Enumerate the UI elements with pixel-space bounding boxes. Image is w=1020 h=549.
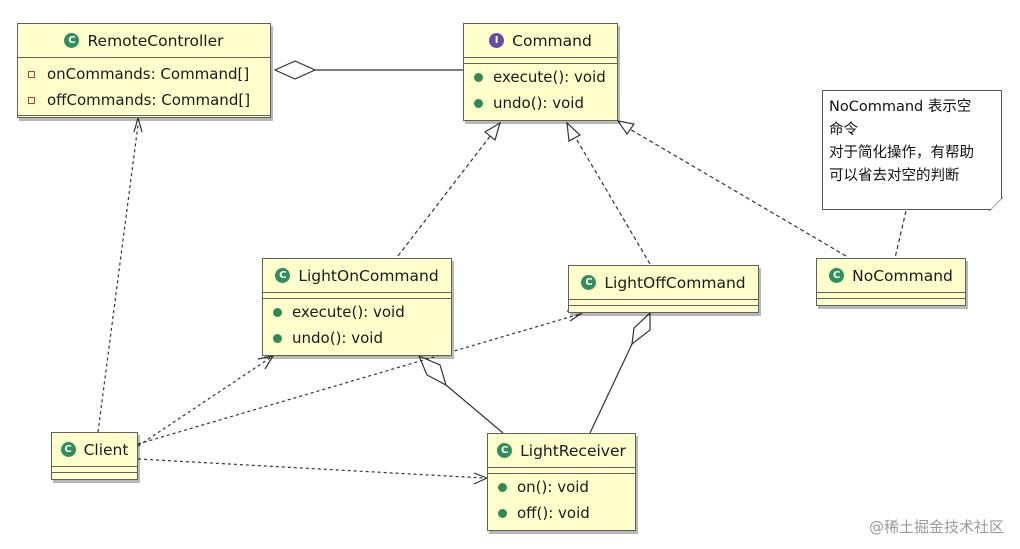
class-light-off-command[interactable]: C LightOffCommand: [568, 265, 759, 313]
class-header: C NoCommand: [817, 259, 965, 292]
note-line: NoCommand 表示空: [829, 99, 972, 115]
relation-lightoff-command: [573, 134, 651, 265]
methods-section: [18, 115, 270, 122]
public-method-icon: [498, 508, 507, 518]
fields-section: [488, 467, 635, 473]
dep-arrow-receiver: [473, 472, 489, 485]
class-no-command[interactable]: C NoCommand: [816, 258, 966, 306]
public-method-icon: [273, 333, 282, 343]
method-row: undo(): void: [263, 325, 451, 351]
fields-section: onCommands: Command[] offCommands: Comma…: [18, 57, 270, 115]
class-icon: C: [497, 443, 513, 458]
method-row: execute(): void: [464, 64, 617, 90]
fields-section: [263, 292, 451, 298]
interface-command[interactable]: I Command execute(): void undo(): void: [463, 23, 618, 121]
interface-icon: I: [489, 33, 505, 48]
class-name: Client: [83, 440, 129, 459]
note-anchor-line: [894, 210, 907, 259]
methods-section: execute(): void undo(): void: [464, 63, 617, 116]
class-name: LightOffCommand: [604, 273, 746, 292]
class-light-on-command[interactable]: C LightOnCommand execute(): void undo():…: [262, 258, 452, 356]
class-header: C RemoteController: [18, 24, 270, 57]
relation-nocommand-command: [627, 127, 847, 257]
class-icon: C: [275, 268, 291, 283]
fields-section: [817, 292, 965, 298]
method-row: execute(): void: [263, 299, 451, 325]
class-header: C Client: [52, 433, 137, 466]
class-header: I Command: [464, 24, 617, 57]
class-client[interactable]: C Client: [51, 432, 138, 480]
class-remote-controller[interactable]: C RemoteController onCommands: Command[]…: [17, 23, 271, 118]
aggregation-diamond-lightoff: [631, 311, 651, 346]
class-name: NoCommand: [852, 266, 953, 285]
dep-arrow-lighton: [257, 355, 275, 370]
methods-section: [52, 472, 137, 478]
realization-arrow-nocommand: [616, 120, 636, 136]
private-field-icon: [28, 70, 35, 78]
public-method-icon: [474, 98, 483, 108]
note-box[interactable]: NoCommand 表示空 命令 对于简化操作，有帮助 可以省去对空的判断: [822, 90, 1002, 210]
class-header: C LightOnCommand: [263, 259, 451, 292]
method-row: on(): void: [488, 474, 635, 500]
public-method-icon: [498, 482, 507, 492]
class-name: LightOnCommand: [298, 266, 439, 285]
method-row: off(): void: [488, 500, 635, 526]
class-icon: C: [829, 268, 845, 283]
field-row: onCommands: Command[]: [18, 61, 270, 87]
class-icon: C: [64, 33, 80, 48]
realization-arrow-lighton: [483, 121, 502, 142]
class-icon: C: [581, 275, 597, 290]
aggregation-diamond-remote: [273, 60, 317, 80]
relation-lighton-command: [397, 134, 492, 257]
dep-client-lightoff: [137, 313, 581, 445]
dep-arrow-remote: [133, 115, 143, 133]
class-light-receiver[interactable]: C LightReceiver on(): void off(): void: [487, 433, 636, 531]
class-header: C LightOffCommand: [569, 266, 758, 299]
aggregation-diamond-lighton: [417, 354, 447, 387]
note-line: 命令: [829, 122, 858, 138]
public-method-icon: [474, 72, 483, 82]
class-icon: C: [60, 442, 76, 457]
realization-arrow-lightoff: [566, 121, 582, 142]
dep-client-receiver: [137, 458, 485, 479]
relation-lighton-receiver: [445, 384, 504, 434]
methods-section: [569, 305, 758, 311]
methods-section: execute(): void undo(): void: [263, 298, 451, 351]
note-line: 对于简化操作，有帮助: [829, 145, 974, 161]
note-line: 可以省去对空的判断: [829, 168, 960, 184]
class-name: RemoteController: [87, 31, 224, 50]
private-field-icon: [28, 96, 35, 104]
public-method-icon: [273, 307, 282, 317]
watermark: @稀土掘金技术社区: [868, 518, 1004, 536]
dep-client-lighton: [137, 357, 271, 447]
fields-section: [52, 466, 137, 472]
dep-client-remote: [97, 124, 139, 433]
class-header: C LightReceiver: [488, 434, 635, 467]
class-name: LightReceiver: [520, 441, 626, 460]
fields-section: [464, 57, 617, 63]
method-row: undo(): void: [464, 90, 617, 116]
relation-lightoff-receiver: [589, 343, 633, 434]
fields-section: [569, 299, 758, 305]
methods-section: on(): void off(): void: [488, 473, 635, 526]
field-row: offCommands: Command[]: [18, 87, 270, 113]
methods-section: [817, 298, 965, 304]
class-name: Command: [512, 31, 592, 50]
